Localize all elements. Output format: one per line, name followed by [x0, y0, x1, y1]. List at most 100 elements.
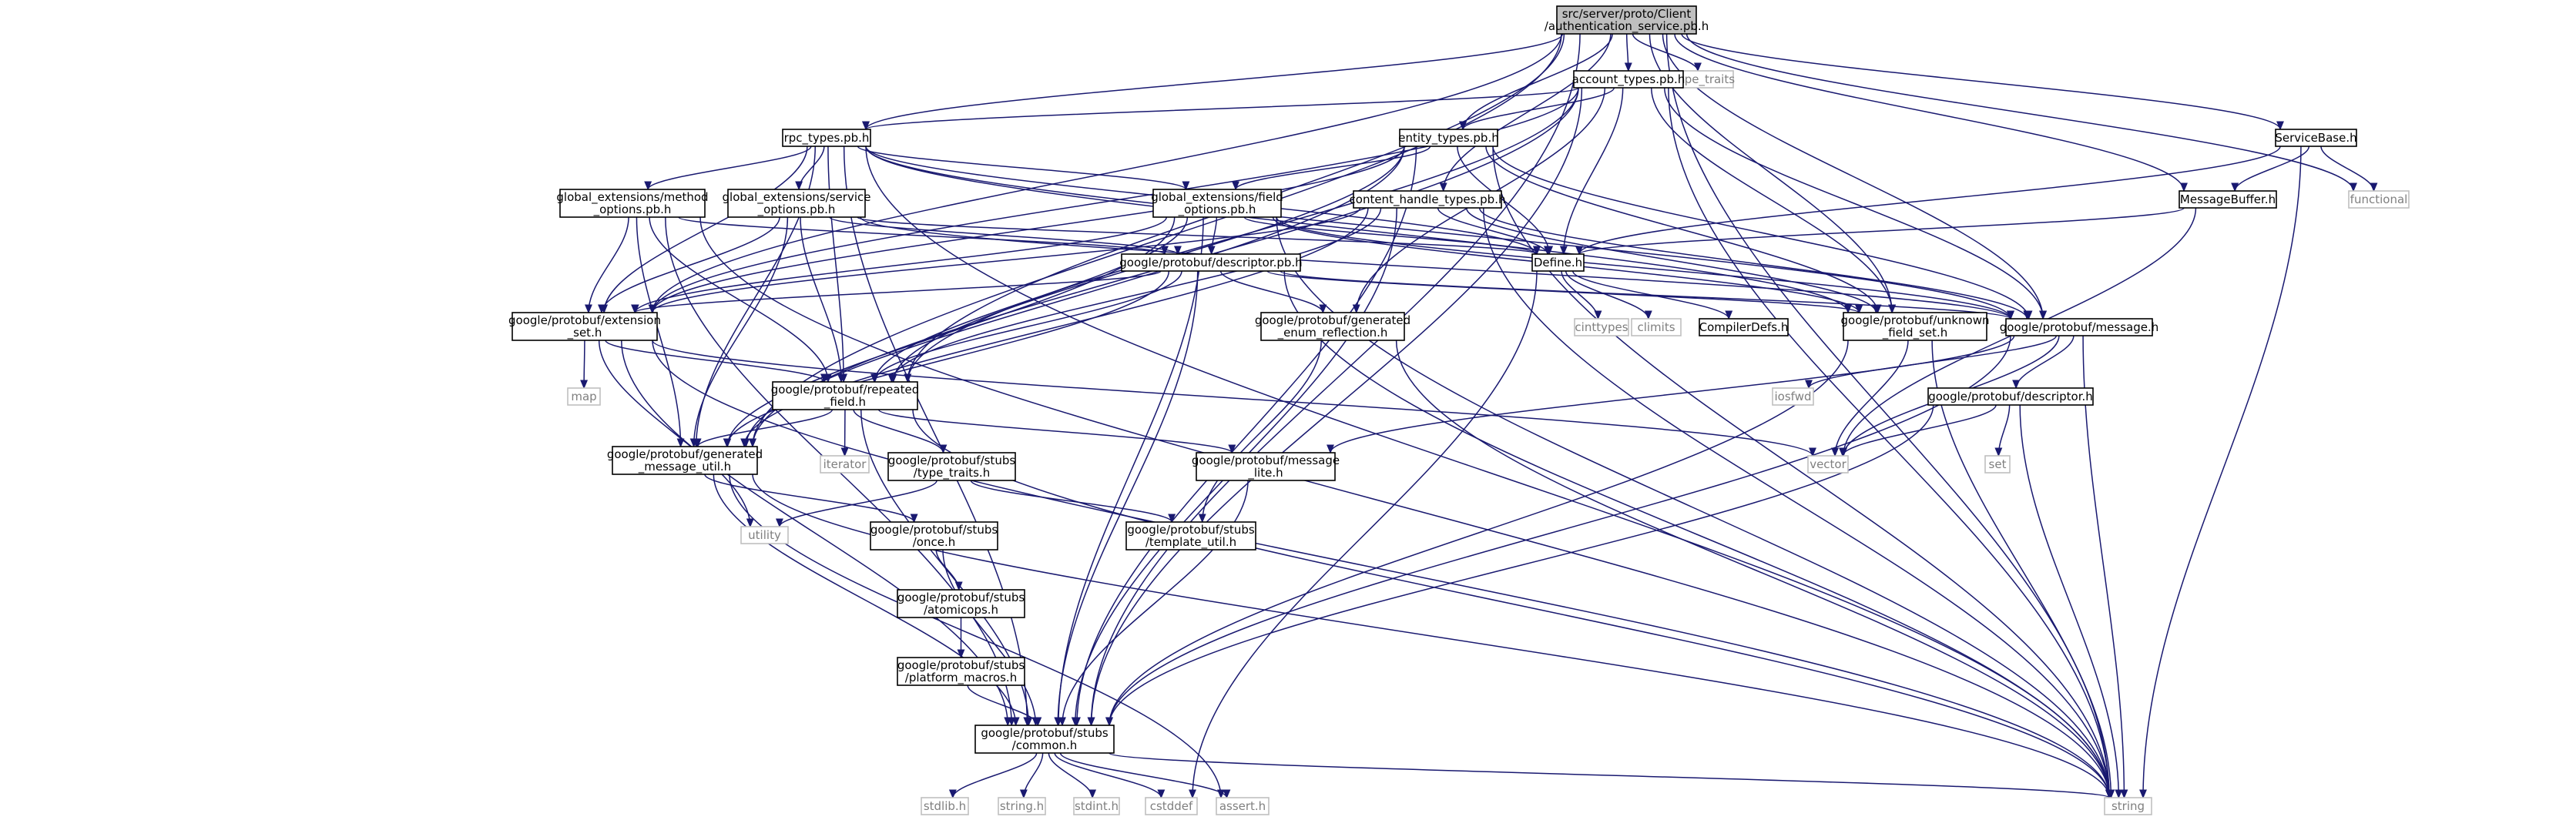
edge-rpc_types-to-unknown_field — [865, 146, 1849, 313]
node-type_traits: type_traits — [1673, 70, 1735, 89]
edge-repeated_field-to-stubs_type_traits — [853, 409, 944, 454]
arrowhead-extension_set-to-vector — [1809, 447, 1816, 457]
node-label-stubs_once-line-1: /once.h — [913, 535, 956, 549]
edge-stubs_platform-to-stubs_common — [967, 684, 1039, 726]
edge-ge_method-to-repeated_field — [649, 216, 829, 383]
node-box-extension_set — [512, 312, 658, 341]
node-box-ge_service — [727, 189, 866, 218]
node-box-unknown_field — [1843, 312, 1987, 341]
node-label-climits-line-0: climits — [1637, 320, 1675, 334]
node-box-cinttypes — [1574, 318, 1629, 336]
node-gen_enum[interactable]: google/protobuf/generated_enum_reflectio… — [1255, 312, 1410, 341]
arrowhead-message_h-to-message_lite — [1327, 444, 1334, 454]
node-compilerdefs[interactable]: CompilerDefs.h — [1699, 318, 1789, 336]
node-stubs_atomicops[interactable]: google/protobuf/stubs/atomicops.h — [897, 589, 1025, 618]
node-ge_service[interactable]: global_extensions/service_options.pb.h — [723, 189, 871, 218]
edge-root-to-type_traits — [1632, 33, 1699, 72]
node-box-stubs_common — [974, 725, 1115, 754]
edge-extension_set-to-utility — [598, 340, 751, 527]
edge-define-to-climits — [1565, 270, 1649, 320]
node-label-stubs_type_traits-line-0: google/protobuf/stubs — [888, 454, 1016, 467]
node-entity_types[interactable]: entity_types.pb.h — [1398, 129, 1499, 147]
node-gen_msg_util[interactable]: google/protobuf/generated_message_util.h — [607, 446, 763, 475]
arrowhead-repeated_field-to-gen_msg_util — [693, 438, 702, 448]
node-stubs_once[interactable]: google/protobuf/stubs/once.h — [870, 521, 998, 551]
node-label-repeated_field-line-1: _field.h — [823, 395, 866, 410]
node-label-gen_msg_util-line-0: google/protobuf/generated — [607, 447, 763, 461]
node-label-content_handle-line-0: content_handle_types.pb.h — [1350, 192, 1506, 207]
node-box-rpc_types — [782, 129, 871, 147]
node-descriptor_pb[interactable]: google/protobuf/descriptor.pb.h — [1119, 253, 1303, 272]
node-message_h[interactable]: google/protobuf/message.h — [2000, 318, 2159, 336]
node-label-assert-line-0: assert.h — [1219, 799, 1266, 813]
node-label-stubs_common-line-1: /common.h — [1012, 738, 1078, 752]
node-label-stubs_atomicops-line-1: /atomicops.h — [924, 603, 998, 617]
arrowhead-ge_field-to-define — [1533, 246, 1541, 256]
arrowhead-ge_field-to-descriptor_pb — [1207, 246, 1216, 256]
node-box-ge_field — [1152, 189, 1282, 218]
edge-stubs_type_traits-to-stubs_template — [970, 480, 1172, 523]
node-descriptor_h[interactable]: google/protobuf/descriptor.h — [1927, 387, 2094, 406]
node-box-entity_types — [1399, 129, 1498, 147]
node-label-ge_service-line-1: _options.pb.h — [757, 202, 836, 217]
node-label-iterator-line-0: iterator — [823, 457, 867, 471]
arrowhead-stubs_atomicops-to-stubs_platform — [957, 649, 965, 659]
node-label-ge_field-line-0: global_extensions/field — [1151, 190, 1283, 205]
node-ge_method[interactable]: global_extensions/method_options.pb.h — [556, 189, 709, 218]
node-account_types[interactable]: account_types.pb.h — [1572, 70, 1685, 89]
arrowhead-ge_service-to-repeated_field — [837, 373, 845, 383]
edge-repeated_field-to-message_lite — [877, 409, 1233, 454]
arrowhead-rpc_types-to-ge_method — [644, 181, 652, 191]
node-ge_field[interactable]: global_extensions/field_options.pb.h — [1151, 189, 1283, 218]
arrowhead-root-to-servicebase — [2276, 121, 2284, 131]
node-stubs_template[interactable]: google/protobuf/stubs/template_util.h — [1125, 521, 1256, 551]
edge-extension_set-to-vector — [652, 340, 1813, 457]
edge-extension_set-to-repeated_field — [605, 340, 825, 383]
node-stubs_type_traits[interactable]: google/protobuf/stubs/type_traits.h — [887, 452, 1016, 481]
edge-content_handle-to-repeated_field — [891, 207, 1382, 383]
node-label-root-line-0: src/server/proto/Client — [1562, 7, 1692, 21]
edge-unknown_field-to-vector — [1834, 340, 1909, 457]
edge-entity_types-to-define — [1457, 146, 1550, 255]
arrowhead-gen_enum-to-stubs_template — [1198, 514, 1206, 524]
node-iosfwd: iosfwd — [1772, 387, 1814, 406]
node-label-ge_method-line-1: _options.pb.h — [593, 202, 672, 217]
node-rpc_types[interactable]: rpc_types.pb.h — [782, 129, 871, 147]
node-box-message_lite — [1196, 452, 1336, 481]
node-set: set — [1984, 455, 2011, 474]
node-messagebuffer[interactable]: MessageBuffer.h — [2179, 190, 2277, 209]
arrowhead-rpc_types-to-ge_service — [795, 181, 803, 191]
node-define[interactable]: Define.h — [1531, 253, 1585, 272]
node-message_lite[interactable]: google/protobuf/message_lite.h — [1192, 452, 1340, 481]
arrowhead-repeated_field-to-message_lite — [1228, 444, 1236, 454]
node-stubs_platform[interactable]: google/protobuf/stubs/platform_macros.h — [897, 657, 1025, 686]
edge-account_types-to-entity_types — [1462, 87, 1615, 130]
node-box-cstddef — [1145, 797, 1198, 815]
arrowhead-extension_set-to-utility — [746, 518, 754, 528]
node-stubs_common[interactable]: google/protobuf/stubs/common.h — [974, 725, 1115, 754]
node-label-stubs_platform-line-1: /platform_macros.h — [905, 671, 1017, 685]
node-box-utility — [740, 526, 789, 544]
edge-ge_field-to-define — [1243, 216, 1538, 255]
arrowhead-descriptor_h-to-string — [2115, 789, 2123, 799]
arrowhead-servicebase-to-messagebuffer — [2231, 182, 2239, 192]
edge-entity_types-to-message_h — [1492, 146, 2030, 320]
node-label-stdlib-line-0: stdlib.h — [924, 799, 966, 813]
node-servicebase[interactable]: ServiceBase.h — [2275, 129, 2357, 147]
edge-root-to-rpc_types — [865, 33, 1564, 130]
arrowhead-account_types-to-entity_types — [1459, 121, 1467, 131]
node-label-stubs_template-line-1: /template_util.h — [1145, 535, 1236, 550]
node-box-gen_enum — [1260, 312, 1405, 341]
node-repeated_field[interactable]: google/protobuf/repeated_field.h — [771, 381, 919, 410]
node-box-account_types — [1573, 70, 1684, 89]
node-label-extension_set-line-1: _set.h — [567, 326, 602, 340]
arrowhead-account_types-to-message_h — [2039, 310, 2048, 320]
node-root[interactable]: src/server/proto/Client/authentication_s… — [1545, 5, 1709, 35]
arrowhead-content_handle-to-gen_msg_util — [740, 438, 749, 448]
edge-gen_msg_util-to-string — [752, 474, 2110, 798]
node-unknown_field[interactable]: google/protobuf/unknown_field_set.h — [1841, 312, 1990, 341]
node-content_handle[interactable]: content_handle_types.pb.h — [1350, 190, 1506, 209]
edge-ge_field-to-message_h — [1276, 216, 2011, 320]
node-extension_set[interactable]: google/protobuf/extension_set.h — [508, 312, 661, 341]
arrowhead-extension_set-to-repeated_field — [820, 373, 828, 383]
